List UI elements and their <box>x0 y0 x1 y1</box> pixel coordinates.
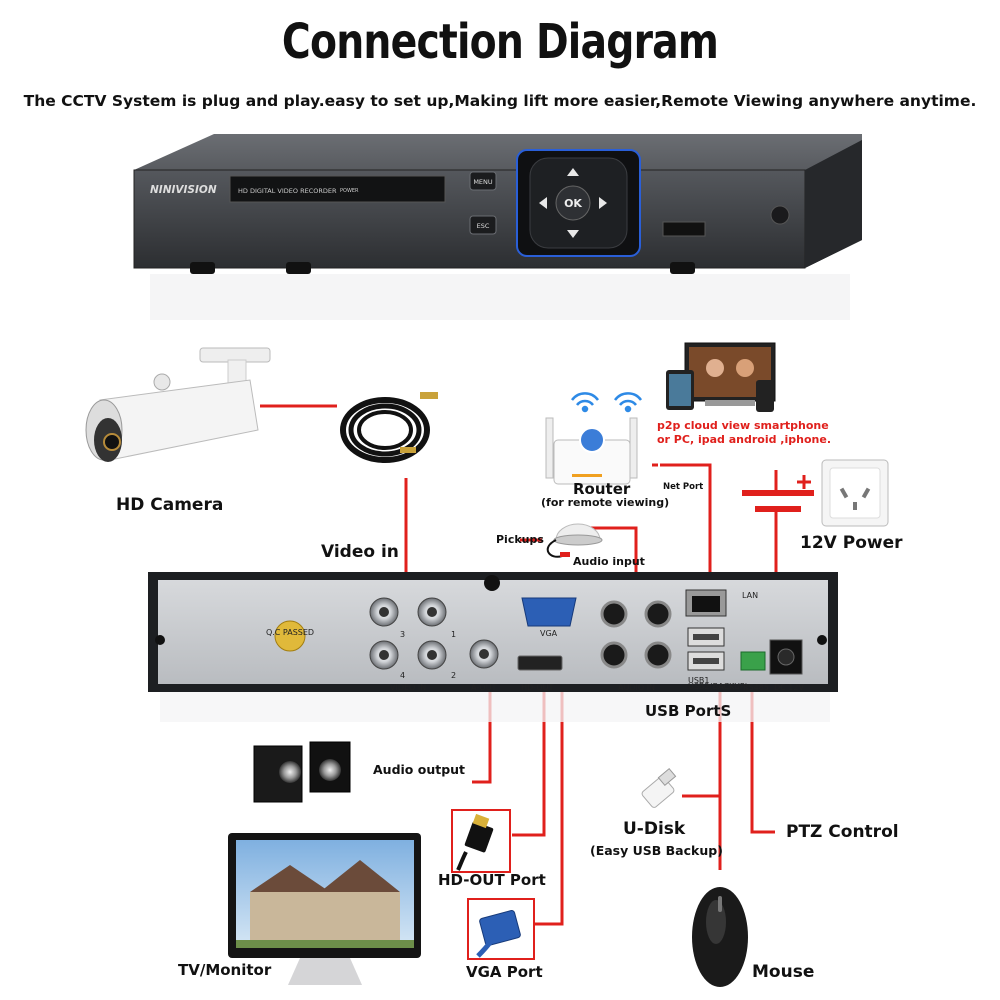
power-label: 12V Power <box>800 533 903 553</box>
devices-image <box>666 342 776 412</box>
monitor-image <box>228 833 421 985</box>
usb-ports-label: USB PortS <box>645 702 732 720</box>
audio-in-ports[interactable] <box>600 600 672 669</box>
dvr-brand: NINIVISION <box>150 184 217 196</box>
hdmi-cable-image <box>451 809 511 873</box>
ok-button[interactable] <box>555 185 591 221</box>
battery-icon <box>742 470 814 522</box>
port-num: 1 <box>451 630 456 639</box>
qc-sticker: Q.C PASSED <box>266 628 314 637</box>
vga-cable-image <box>467 898 535 960</box>
u-disk-label: U-Disk <box>623 819 686 839</box>
lan-label: LAN <box>742 591 758 600</box>
hd-camera-image <box>85 347 271 462</box>
p2p-label: p2p cloud view smartphone or PC, ipad an… <box>657 419 831 446</box>
page-subtitle: The CCTV System is plug and play.easy to… <box>23 92 977 110</box>
mouse-image <box>692 887 748 987</box>
audio-output-label: Audio output <box>373 762 466 777</box>
vga-port[interactable] <box>521 597 577 627</box>
vga-label: VGA <box>540 629 558 638</box>
router-sub-label: (for remote viewing) <box>541 496 670 509</box>
hd-out-port[interactable] <box>517 655 563 671</box>
speakers-image <box>253 741 351 803</box>
power-socket-image <box>821 459 889 527</box>
right-arrow-icon[interactable] <box>599 197 607 209</box>
wifi-icon <box>570 392 643 413</box>
dc12v-label: DC 12V <box>774 683 804 692</box>
esc-button-label: ESC <box>477 222 490 230</box>
ptz-label: PTZ Control <box>786 822 899 842</box>
hd-camera-label: HD Camera <box>116 495 224 515</box>
hd-out-label: HD-OUT <box>521 683 553 692</box>
port-num: 3 <box>400 630 405 639</box>
cable-coil-image <box>340 392 438 463</box>
usb-front-slot <box>662 221 706 237</box>
tv-monitor-label: TV/Monitor <box>178 961 272 979</box>
usb-stick-image <box>641 767 677 808</box>
port-num: 4 <box>400 671 405 680</box>
page-title: Connection Diagram <box>281 14 719 70</box>
mouse-label: Mouse <box>752 962 815 982</box>
dvr-display-label: HD DIGITAL VIDEO RECORDER <box>238 187 337 195</box>
audio-in-label: AUDIO IN <box>618 683 655 692</box>
esc-button[interactable] <box>469 215 497 235</box>
video-in-label-text: Video in <box>321 542 399 562</box>
audio-input-label: Audio input <box>573 555 645 568</box>
left-arrow-icon[interactable] <box>539 197 547 209</box>
router-image <box>545 417 638 485</box>
usb1-label: USB1 <box>688 676 710 685</box>
ok-button-label: OK <box>564 197 582 210</box>
usb2-label: USB2(BACKUP) <box>688 682 748 691</box>
vga-port-label: VGA Port <box>466 963 543 981</box>
port-num: 2 <box>451 671 456 680</box>
dvr-power-label: POWER <box>340 188 359 194</box>
rs485-port[interactable] <box>740 651 766 671</box>
dvr-back: Q.C PASSED 3 1 4 2 VIDEO IN A-OUT VGA HD… <box>148 572 838 722</box>
menu-button-label: MENU <box>473 178 493 186</box>
dvr-front: NINIVISION HD DIGITAL VIDEO RECORDER POW… <box>133 134 862 320</box>
router-label: Router <box>573 480 631 498</box>
a-out-label: A-OUT <box>471 683 497 692</box>
video-in-ports[interactable] <box>369 597 447 670</box>
up-arrow-icon[interactable] <box>567 168 579 176</box>
video-in-label: VIDEO IN <box>390 683 426 692</box>
rs485-label: RS485 <box>743 683 769 692</box>
u-disk-sub-label: (Easy USB Backup) <box>590 843 723 858</box>
net-port-label: Net Port <box>663 482 704 492</box>
pickup-mic-image <box>546 523 603 558</box>
pickups-label: Pickups <box>496 533 544 546</box>
down-arrow-icon[interactable] <box>567 230 579 238</box>
menu-button[interactable] <box>469 171 497 191</box>
hd-out-port-label: HD-OUT Port <box>438 871 546 889</box>
